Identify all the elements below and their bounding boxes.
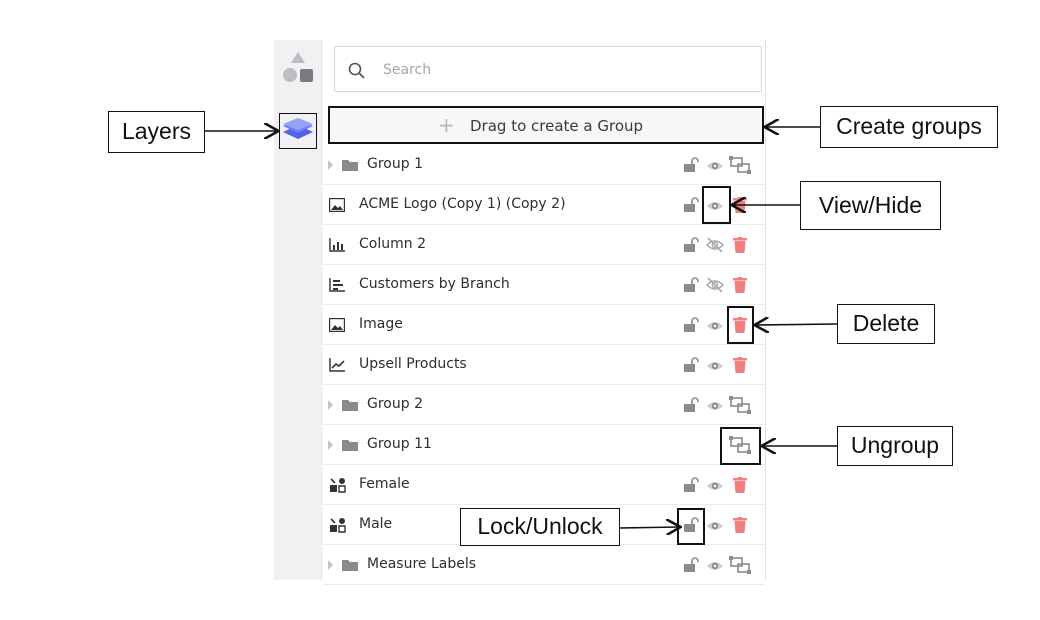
- layer-name: Measure Labels: [367, 556, 477, 572]
- callout-ungroup: Ungroup: [837, 426, 953, 466]
- lock-icon[interactable]: [682, 157, 700, 177]
- column-chart-icon: [329, 237, 345, 256]
- layer-group-row[interactable]: Group 1: [323, 145, 765, 185]
- callout-view-hide: View/Hide: [800, 181, 941, 230]
- lock-unlock-highlight: [677, 508, 705, 545]
- layer-row[interactable]: ACME Logo (Copy 1) (Copy 2): [323, 185, 765, 225]
- folder-icon: [341, 557, 359, 577]
- delete-icon[interactable]: [733, 317, 747, 337]
- delete-icon[interactable]: [733, 237, 747, 257]
- folder-icon: [341, 397, 359, 417]
- image-icon: [328, 317, 346, 336]
- bar-chart-icon: [329, 277, 345, 296]
- folder-icon: [341, 157, 359, 177]
- layer-row[interactable]: Image: [323, 305, 765, 345]
- layer-name: Customers by Branch: [359, 276, 510, 292]
- search-box[interactable]: [334, 46, 762, 92]
- eye-icon[interactable]: [706, 398, 724, 417]
- layer-name: Female: [359, 476, 410, 492]
- lock-icon[interactable]: [682, 277, 700, 297]
- shapes-icon[interactable]: [279, 48, 317, 86]
- layer-group-row[interactable]: Measure Labels: [323, 545, 765, 585]
- layer-row[interactable]: Female: [323, 465, 765, 505]
- create-group-dropzone[interactable]: + Drag to create a Group: [328, 106, 764, 144]
- delete-icon[interactable]: [733, 277, 747, 297]
- search-input[interactable]: [381, 58, 745, 82]
- eye-icon[interactable]: [706, 158, 724, 177]
- delete-icon[interactable]: [733, 197, 747, 217]
- shapes-icon: [329, 477, 347, 497]
- layer-name: Column 2: [359, 236, 426, 252]
- delete-icon[interactable]: [733, 517, 747, 537]
- callout-layers: Layers: [108, 111, 205, 153]
- layer-name: Upsell Products: [359, 356, 467, 372]
- shapes-icon: [329, 517, 347, 537]
- eye-icon[interactable]: [706, 198, 724, 217]
- plus-icon: +: [438, 113, 455, 137]
- eye-icon[interactable]: [706, 518, 724, 537]
- layer-row[interactable]: Upsell Products: [323, 345, 765, 385]
- layer-name: Group 2: [367, 396, 423, 412]
- lock-icon[interactable]: [682, 197, 700, 217]
- layer-group-row[interactable]: Group 11: [323, 425, 765, 465]
- eye-icon[interactable]: [706, 318, 724, 337]
- eye-off-icon[interactable]: [705, 237, 725, 257]
- lock-icon[interactable]: [682, 237, 700, 257]
- expand-caret-icon[interactable]: [328, 400, 333, 410]
- search-icon: [348, 62, 365, 79]
- lock-icon[interactable]: [682, 557, 700, 577]
- lock-icon[interactable]: [682, 397, 700, 417]
- lock-icon[interactable]: [682, 477, 700, 497]
- delete-icon[interactable]: [733, 357, 747, 377]
- delete-highlight: [727, 306, 754, 344]
- ungroup-icon[interactable]: [729, 156, 751, 178]
- layers-icon[interactable]: [278, 112, 318, 150]
- lock-icon[interactable]: [682, 357, 700, 377]
- eye-icon[interactable]: [706, 558, 724, 577]
- create-group-label: Drag to create a Group: [470, 117, 644, 135]
- folder-icon: [341, 437, 359, 457]
- callout-lock-unlock: Lock/Unlock: [460, 508, 620, 546]
- callout-create-groups: Create groups: [820, 106, 998, 148]
- ungroup-icon[interactable]: [729, 396, 751, 418]
- eye-icon[interactable]: [706, 478, 724, 497]
- layer-row[interactable]: Column 2: [323, 225, 765, 265]
- layer-name: Image: [359, 316, 403, 332]
- layer-name: Group 1: [367, 156, 423, 172]
- layer-row[interactable]: Customers by Branch: [323, 265, 765, 305]
- ungroup-highlight: [720, 427, 761, 465]
- layer-name: Male: [359, 516, 393, 532]
- layer-name: Group 11: [367, 436, 432, 452]
- eye-icon[interactable]: [706, 358, 724, 377]
- expand-caret-icon[interactable]: [328, 440, 333, 450]
- expand-caret-icon[interactable]: [328, 560, 333, 570]
- layer-group-row[interactable]: Group 2: [323, 385, 765, 425]
- lock-icon[interactable]: [682, 317, 700, 337]
- ungroup-icon[interactable]: [729, 556, 751, 578]
- line-chart-icon: [329, 357, 345, 376]
- expand-caret-icon[interactable]: [328, 160, 333, 170]
- eye-off-icon[interactable]: [705, 277, 725, 297]
- ungroup-icon[interactable]: [729, 436, 751, 458]
- callout-delete: Delete: [837, 304, 935, 344]
- layer-name: ACME Logo (Copy 1) (Copy 2): [359, 196, 566, 212]
- view-hide-highlight: [702, 186, 731, 224]
- delete-icon[interactable]: [733, 477, 747, 497]
- lock-icon[interactable]: [682, 517, 700, 537]
- image-icon: [328, 197, 346, 216]
